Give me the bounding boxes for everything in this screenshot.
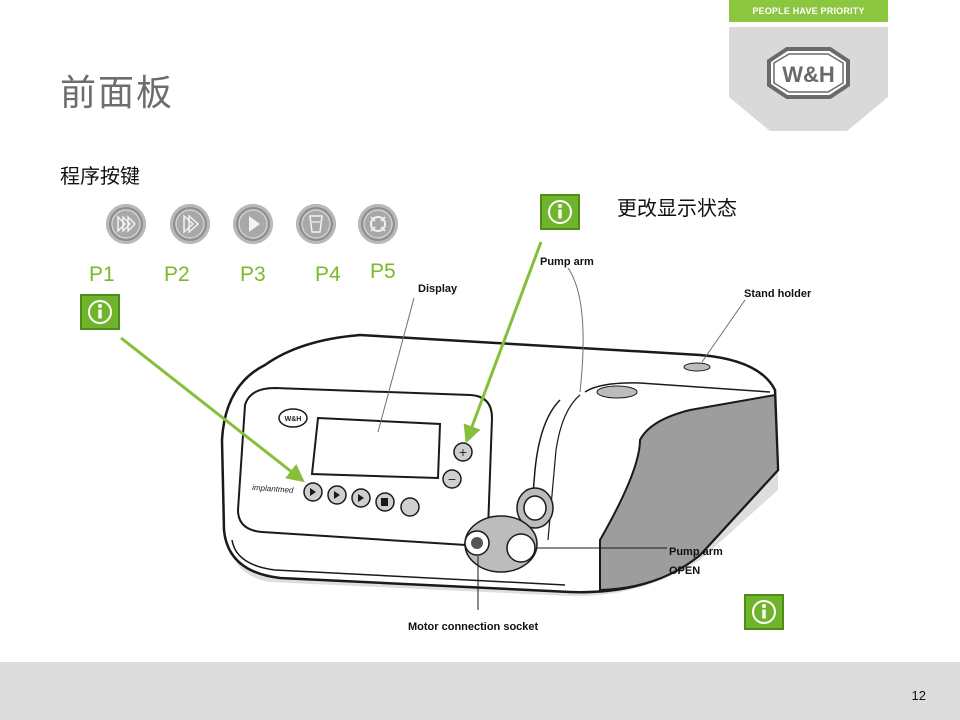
page-title: 前面板: [60, 73, 175, 114]
program-button-p5[interactable]: [358, 204, 398, 244]
forward-icon: [175, 209, 205, 239]
info-icon-pump[interactable]: [744, 594, 784, 630]
page-number: 12: [911, 688, 926, 703]
reverse-icon: [363, 209, 393, 239]
logo-text: W&H: [782, 62, 835, 87]
pump-arm-open[interactable]: [506, 533, 536, 563]
program-button-p3[interactable]: [233, 204, 273, 244]
annotation-motor-socket: Motor connection socket: [408, 621, 539, 633]
annotation-stand-holder: Stand holder: [744, 288, 812, 300]
minus-icon: −: [447, 473, 456, 486]
plus-button[interactable]: [453, 442, 473, 462]
plus-icon: +: [458, 446, 467, 459]
device-program-button-5[interactable]: [400, 497, 420, 517]
play-icon: [238, 209, 268, 239]
wh-logo: W&H: [729, 27, 888, 131]
change-display-callout: 更改显示状态: [617, 196, 737, 220]
device-model: implantmed: [252, 483, 294, 495]
device-illustration: W&H implantmed + − Display P: [120, 241, 812, 633]
program-button-p1[interactable]: [106, 204, 146, 244]
lcd-display: [310, 416, 442, 480]
fast-forward-icon: [111, 209, 141, 239]
label-p4: P4: [315, 263, 341, 286]
label-p1: P1: [89, 263, 115, 286]
arrow-to-plus-minus: [463, 241, 543, 444]
device-brand: W&H: [285, 416, 302, 423]
section-heading: 程序按键: [60, 164, 140, 188]
label-p3: P3: [240, 263, 266, 286]
minus-button[interactable]: [442, 469, 462, 489]
info-icon-display[interactable]: [540, 194, 580, 230]
arrow-to-program-buttons: [120, 336, 305, 483]
label-p2: P2: [164, 263, 190, 286]
label-p5: P5: [370, 260, 396, 283]
program-button-p4[interactable]: [296, 204, 336, 244]
annotation-pump-arm: Pump arm: [540, 256, 594, 268]
cup-icon: [301, 209, 331, 239]
annotation-pump-arm-open-1: Pump arm: [669, 546, 723, 558]
device-logo: [278, 408, 308, 428]
annotation-display: Display: [418, 283, 458, 295]
program-button-p2[interactable]: [170, 204, 210, 244]
tagline-banner: PEOPLE HAVE PRIORITY: [729, 0, 888, 22]
annotation-pump-arm-open-2: OPEN: [669, 565, 700, 577]
footer-bar: 12: [0, 662, 960, 720]
info-icon-program[interactable]: [80, 294, 120, 330]
